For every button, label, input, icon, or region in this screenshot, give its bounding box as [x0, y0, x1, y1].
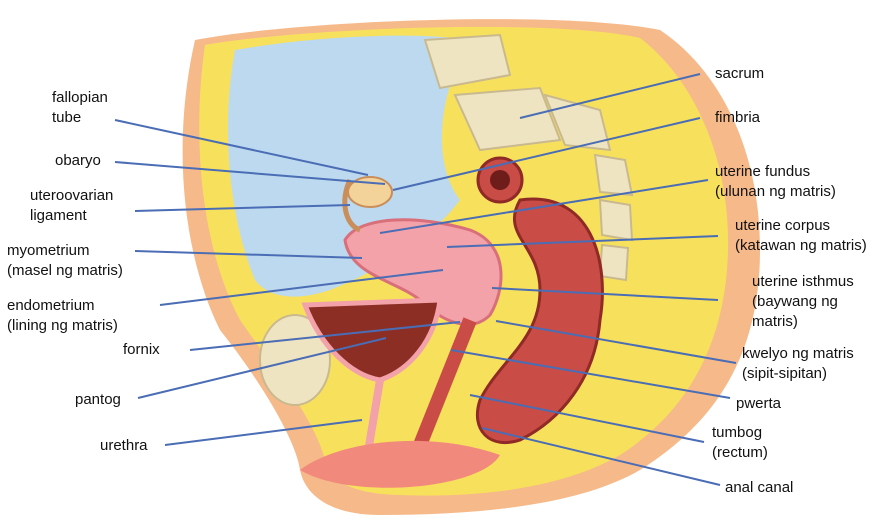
- label-myometrium: myometrium(masel ng matris): [7, 241, 123, 281]
- label-obaryo: obaryo: [55, 151, 101, 171]
- label-tumbog: tumbog(rectum): [712, 423, 768, 463]
- label-pantog: pantog: [75, 390, 121, 410]
- label-pwerta: pwerta: [736, 394, 781, 414]
- label-uterine-fundus: uterine fundus(ulunan ng matris): [715, 162, 836, 202]
- label-endometrium: endometrium(lining ng matris): [7, 296, 118, 336]
- label-uterine-corpus: uterine corpus(katawan ng matris): [735, 216, 867, 256]
- label-fimbria: fimbria: [715, 108, 760, 128]
- label-fornix: fornix: [123, 340, 160, 360]
- label-anal-canal: anal canal: [725, 478, 793, 498]
- label-sacrum: sacrum: [715, 64, 764, 84]
- label-urethra: urethra: [100, 436, 148, 456]
- label-kwelyo-ng-matris: kwelyo ng matris(sipit-sipitan): [742, 344, 854, 384]
